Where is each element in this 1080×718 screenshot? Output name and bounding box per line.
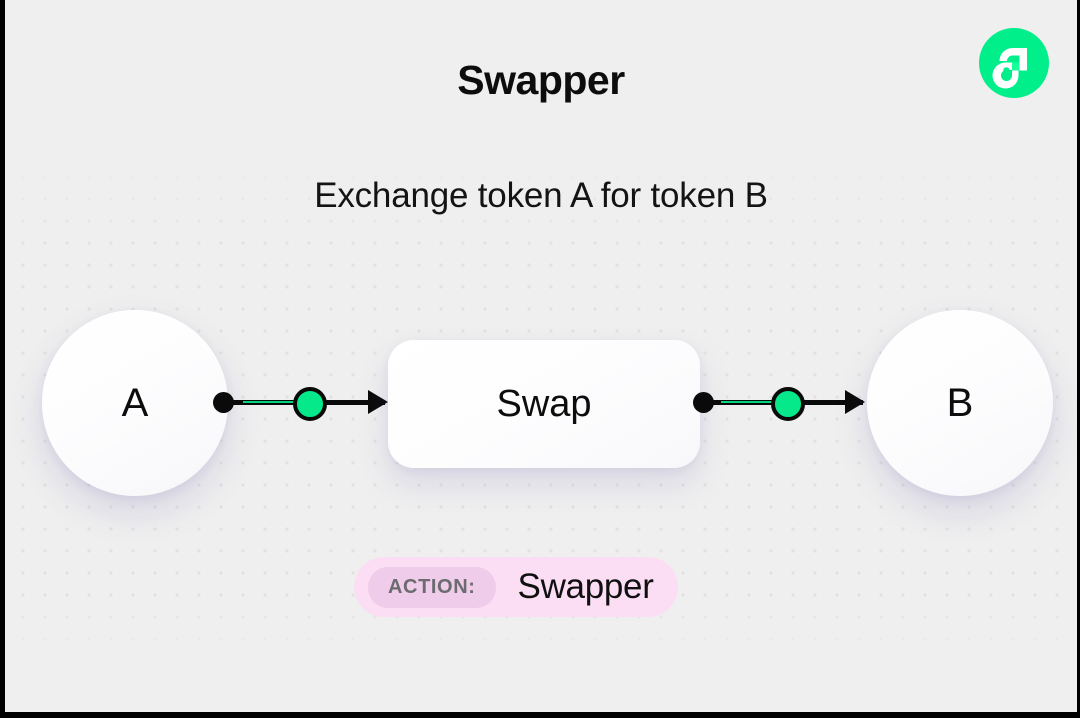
- page-subtitle: Exchange token A for token B: [314, 176, 768, 215]
- flow-logo-icon: [979, 28, 1049, 98]
- diagram-canvas: Swapper Exchange token A for token B A S…: [5, 0, 1077, 712]
- page-title: Swapper: [457, 57, 625, 103]
- action-value-label: Swapper: [517, 567, 654, 606]
- action-key-chip: ACTION:: [368, 566, 496, 608]
- action-badge[interactable]: ACTION: Swapper: [354, 557, 678, 617]
